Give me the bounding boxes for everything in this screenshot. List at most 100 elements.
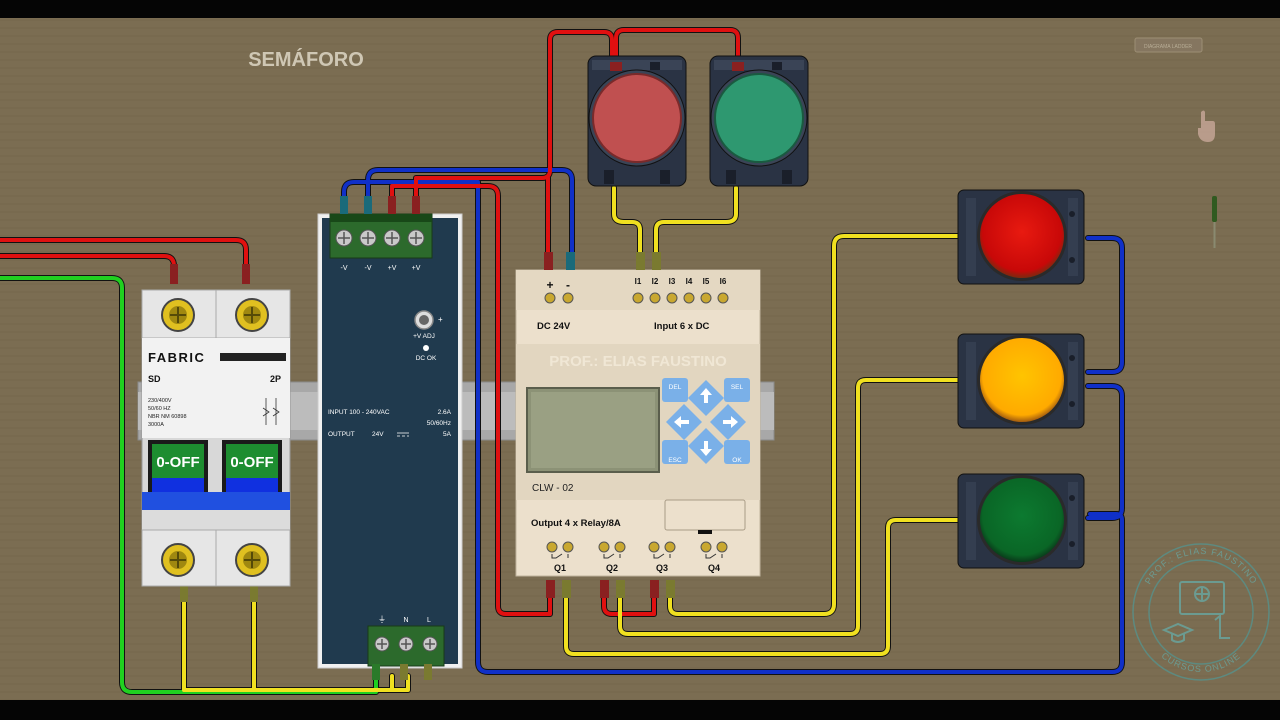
arrow-left-icon[interactable] (666, 404, 702, 440)
screw-terminal-icon[interactable] (161, 543, 195, 577)
plc-input-terminal-icon[interactable] (666, 292, 678, 304)
terminal-label: +V (388, 265, 397, 272)
plc-output-terminal-icon[interactable] (562, 541, 574, 553)
svg-text:ESC: ESC (668, 457, 682, 464)
breaker-brand: FABRIC (148, 350, 205, 365)
svg-text:0-OFF: 0-OFF (156, 454, 199, 471)
terminal-screw-icon[interactable] (374, 636, 390, 652)
breaker-poles: 2P (270, 374, 281, 384)
push-button-red[interactable] (587, 55, 687, 187)
terminal-screw-icon[interactable] (383, 229, 401, 247)
svg-text:+: + (438, 315, 443, 324)
line-terminal-label: L (427, 617, 431, 624)
svg-text:0-OFF: 0-OFF (230, 454, 273, 471)
plc-input-desc: Input 6 x DC (654, 321, 710, 332)
arrow-down-icon[interactable] (688, 428, 724, 464)
dc-ok-label: DC OK (416, 355, 437, 362)
plc-output-terminal-icon[interactable] (664, 541, 676, 553)
plc-output-terminal-icon[interactable] (700, 541, 712, 553)
wires (0, 27, 1125, 695)
breaker-spec: 230/400V (148, 398, 172, 404)
hand-cursor-icon[interactable] (1198, 110, 1215, 143)
key-sel-button[interactable]: SEL (724, 378, 750, 402)
plc-input-label: I2 (652, 277, 659, 286)
push-button-green[interactable] (709, 55, 809, 187)
plc-dc-label: DC 24V (537, 321, 571, 332)
switch-right-toggle[interactable]: 0-OFF (222, 440, 282, 492)
signal-light-red[interactable] (957, 189, 1085, 285)
plc-output-terminal-icon[interactable] (716, 541, 728, 553)
relay-contact-icon (603, 553, 621, 559)
plc-output-terminal-icon[interactable] (614, 541, 626, 553)
plc-output-terminal-icon[interactable] (648, 541, 660, 553)
adj-label: +V ADJ (413, 333, 435, 340)
power-supply: -V -V +V +V + +V ADJ DC OK INPUT 100 - 2… (317, 196, 463, 680)
screw-terminal-icon[interactable] (161, 298, 195, 332)
output-voltage: 24V (372, 431, 384, 438)
plc-model: CLW - 02 (532, 483, 574, 494)
plc-keypad: DEL SEL ESC OK (662, 378, 750, 464)
plc-input-terminal-icon[interactable] (649, 292, 661, 304)
plc-input-terminal-icon[interactable] (700, 292, 712, 304)
terminal-screw-icon[interactable] (335, 229, 353, 247)
terminal-screw-icon[interactable] (359, 229, 377, 247)
plc-output-label: Q3 (656, 563, 668, 573)
arrow-right-icon[interactable] (710, 404, 746, 440)
relay-contact-icon (653, 553, 671, 559)
breaker-model: SD (148, 374, 161, 384)
input-frequency: 50/60Hz (427, 420, 451, 427)
terminal-screw-icon[interactable] (407, 229, 425, 247)
screwdriver-icon[interactable] (1212, 196, 1217, 248)
terminal-label: +V (412, 265, 421, 272)
svg-text:DEL: DEL (669, 384, 682, 391)
plc-power-minus: - (566, 278, 570, 292)
plc-output-label: Q4 (708, 563, 720, 573)
relay-contact-icon (551, 553, 569, 559)
arrow-up-icon[interactable] (688, 380, 724, 416)
signal-light-green[interactable] (957, 473, 1085, 569)
plc-input-label: I3 (669, 277, 676, 286)
plc-power-plus: + (546, 278, 553, 292)
graduation-laptop-icon (1161, 581, 1230, 643)
relay-contact-icon (705, 553, 723, 559)
output-current: 5A (443, 431, 452, 438)
key-esc-button[interactable]: ESC (662, 440, 688, 464)
plc-output-terminal-icon[interactable] (546, 541, 558, 553)
signal-light-yellow[interactable] (957, 333, 1085, 429)
voltage-adjust-knob[interactable]: + (414, 310, 443, 330)
plc-input-label: I6 (720, 277, 727, 286)
screw-terminal-icon[interactable] (235, 298, 269, 332)
neutral-terminal-label: N (403, 617, 408, 624)
plc-power-terminal-icon[interactable] (544, 292, 574, 304)
diagram-ladder-button[interactable]: DIAGRAMA LADDER (1134, 37, 1203, 53)
plc-output-label: Q2 (606, 563, 618, 573)
circuit-breaker: FABRIC SD 2P 230/400V 50/60 HZ NBR NM 60… (141, 264, 291, 602)
key-ok-button[interactable]: OK (724, 440, 750, 464)
plc-input-terminal-icon[interactable] (683, 292, 695, 304)
key-del-button[interactable]: DEL (662, 378, 688, 402)
plc-output-label: Q1 (554, 563, 566, 573)
plc-output-terminal-icon[interactable] (598, 541, 610, 553)
terminal-label: -V (341, 265, 348, 272)
plc-input-terminal-icon[interactable] (632, 292, 644, 304)
dc-ok-led (423, 345, 429, 351)
input-current: 2.6A (438, 409, 452, 416)
input-label: INPUT 100 - 240VAC (328, 409, 390, 416)
page-title: SEMÁFORO (248, 48, 364, 71)
breaker-symbol-icon (262, 398, 280, 425)
terminal-label: -V (365, 265, 372, 272)
terminal-screw-icon[interactable] (398, 636, 414, 652)
terminal-screw-icon[interactable] (422, 636, 438, 652)
switch-left-toggle[interactable]: 0-OFF (148, 440, 208, 492)
svg-text:OK: OK (732, 457, 742, 464)
output-label: OUTPUT (328, 431, 355, 438)
plc-watermark: PROF.: ELIAS FAUSTINO (549, 353, 727, 370)
plc-input-terminal-icon[interactable] (717, 292, 729, 304)
screw-terminal-icon[interactable] (235, 543, 269, 577)
plc-input-label: I1 (635, 277, 642, 286)
breaker-spec: NBR NM 60898 (148, 414, 187, 420)
svg-text:SEL: SEL (731, 384, 744, 391)
breaker-spec: 50/60 HZ (148, 406, 171, 412)
